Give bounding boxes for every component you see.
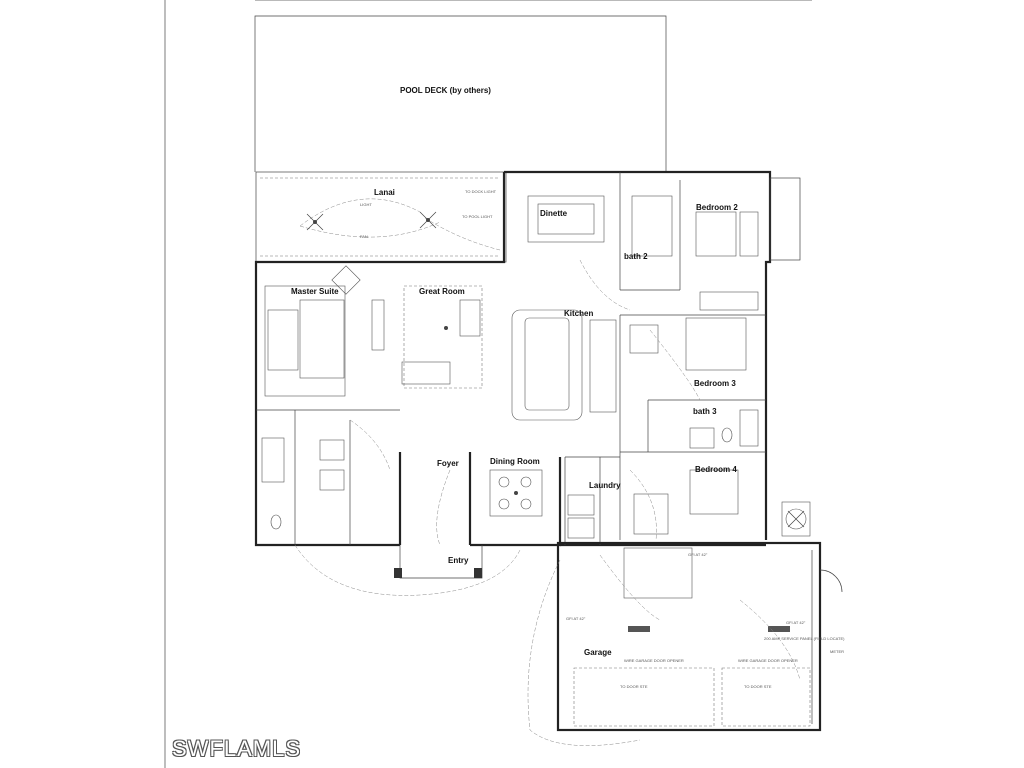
watermark: SWFLAMLS	[172, 736, 302, 761]
dinette-table	[527, 195, 605, 243]
dining-table	[489, 469, 543, 517]
lanai-fan-1	[306, 213, 324, 231]
gfi-note-3: GFI AT 42"	[786, 620, 806, 625]
master-bath-fixtures	[261, 419, 391, 530]
pool-deck-label: POOL DECK (by others)	[400, 86, 491, 95]
great-room-furniture	[371, 285, 483, 389]
lanai-label: Lanai	[374, 188, 395, 197]
bath2-label: bath 2	[624, 252, 648, 261]
great-room-label: Great Room	[419, 287, 465, 296]
side-equipment-box	[769, 177, 801, 261]
to-dock-note: TO DOCK LIGHT	[465, 189, 497, 194]
gfi-note-1: GFI AT 42"	[688, 552, 708, 557]
wiring-runs	[294, 259, 801, 746]
dining-room-label: Dining Room	[490, 457, 540, 466]
door-ste-note-2: TO DOOR STE	[744, 684, 772, 689]
bedroom4-label: Bedroom 4	[695, 465, 737, 474]
fan-note: FAN	[360, 234, 368, 239]
master-furniture	[264, 265, 361, 397]
garage-opener-note-2: WIRE GARAGE DOOR OPENER	[738, 658, 798, 663]
to-pool-note: TO POOL LIGHT	[462, 214, 493, 219]
gfi-note-2: GFI AT 42"	[566, 616, 586, 621]
service-panel-note: 200 AMP SERVICE PANEL (FIELD LOCATE)	[764, 636, 845, 641]
laundry-fixtures	[567, 494, 595, 539]
entry-porch	[394, 545, 483, 579]
kitchen-island	[511, 309, 617, 421]
ac-unit	[781, 501, 811, 537]
garage-area	[556, 541, 843, 732]
light-note: LIGHT	[360, 202, 372, 207]
bedroom2-label: Bedroom 2	[696, 203, 738, 212]
interior-walls	[256, 172, 766, 545]
pool-deck	[254, 0, 812, 172]
meter-note: METER	[830, 649, 844, 654]
exterior-walls	[254, 170, 772, 547]
master-suite-label: Master Suite	[291, 287, 339, 296]
kitchen-label: Kitchen	[564, 309, 593, 318]
dinette-label: Dinette	[540, 209, 568, 218]
lanai-fan-2	[419, 211, 437, 229]
bath3-label: bath 3	[693, 407, 717, 416]
laundry-label: Laundry	[589, 481, 621, 490]
bath3-fixtures	[689, 427, 733, 449]
bedroom3-label: Bedroom 3	[694, 379, 736, 388]
foyer-label: Foyer	[437, 459, 459, 468]
bedroom3-furniture	[629, 317, 759, 447]
entry-label: Entry	[448, 556, 469, 565]
door-ste-note-1: TO DOOR STE	[620, 684, 648, 689]
garage-label: Garage	[584, 648, 612, 657]
garage-opener-note-1: WIRE GARAGE DOOR OPENER	[624, 658, 684, 663]
bedroom2-furniture	[631, 195, 759, 311]
bedroom4-furniture	[633, 469, 739, 535]
